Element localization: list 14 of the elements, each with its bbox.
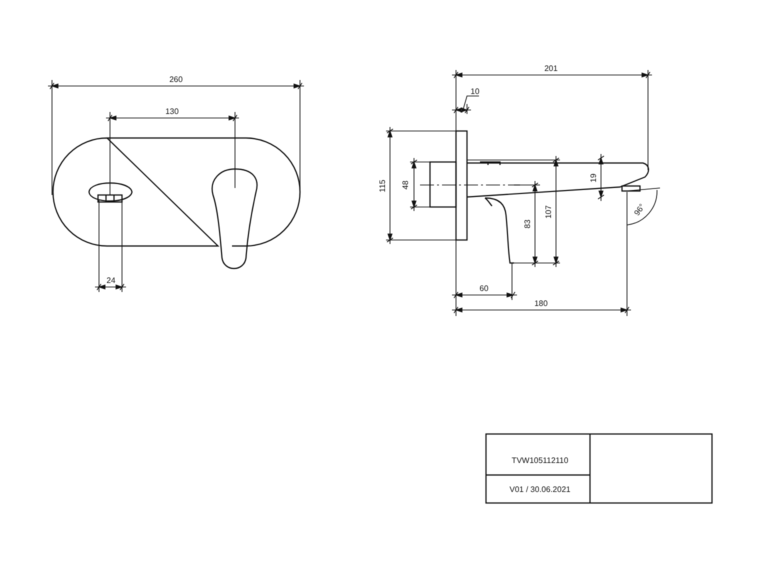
- dimension-value: 10: [470, 88, 480, 96]
- dimension-value: 260: [168, 76, 184, 84]
- title-block-text: V01 / 30.06.2021: [508, 486, 572, 494]
- dimension-value: 48: [402, 180, 410, 190]
- dimension-value: 115: [379, 178, 387, 194]
- dimension-value: 24: [106, 277, 116, 285]
- dimension-value: 180: [533, 300, 549, 308]
- dimension-value: 83: [524, 218, 532, 230]
- dimension-value: 60: [478, 285, 490, 293]
- dimension-value: 107: [545, 204, 553, 220]
- dimension-value: 19: [590, 172, 598, 184]
- dimension-value: 130: [164, 108, 180, 116]
- title-block-text: TVW105112110: [510, 457, 570, 465]
- dimension-value: 201: [543, 65, 559, 73]
